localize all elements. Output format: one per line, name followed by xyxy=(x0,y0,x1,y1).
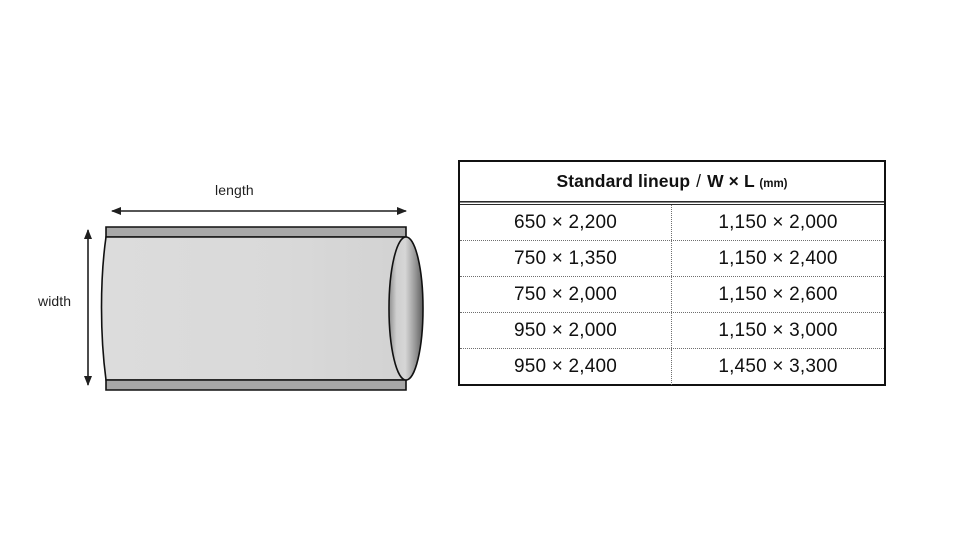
length-label: length xyxy=(215,182,254,198)
width-label: width xyxy=(38,293,72,309)
table-cell-size: 950 × 2,400 xyxy=(460,349,672,385)
standard-lineup-table: Standard lineup / W × L (mm) 650 × 2,200… xyxy=(458,160,886,386)
table-cell-size: 950 × 2,000 xyxy=(460,313,672,348)
table-row: 750 × 1,350 1,150 × 2,400 xyxy=(460,241,884,277)
table-body: 650 × 2,200 1,150 × 2,000 750 × 1,350 1,… xyxy=(460,205,884,385)
header-separator: / xyxy=(696,171,702,191)
table-cell-size: 650 × 2,200 xyxy=(460,205,672,240)
table-row: 750 × 2,000 1,150 × 2,600 xyxy=(460,277,884,313)
roll-illustration xyxy=(84,207,424,391)
table-cell-size: 1,150 × 2,600 xyxy=(718,283,838,305)
table-cell-size: 750 × 2,000 xyxy=(460,277,672,312)
table-header-text: Standard lineup / W × L (mm) xyxy=(556,171,787,192)
table-header: Standard lineup / W × L (mm) xyxy=(460,162,884,202)
table-row: 950 × 2,400 1,450 × 3,300 xyxy=(460,349,884,385)
roll-body xyxy=(100,226,424,391)
roll-diagram: length width xyxy=(20,175,440,400)
header-unit: (mm) xyxy=(759,178,788,190)
table-row: 950 × 2,000 1,150 × 3,000 xyxy=(460,313,884,349)
table-cell-size: 1,150 × 3,000 xyxy=(718,319,838,341)
roll-end-cap xyxy=(388,236,424,381)
table-cell-size: 750 × 1,350 xyxy=(460,241,672,276)
table-row: 650 × 2,200 1,150 × 2,000 xyxy=(460,205,884,241)
header-dimensions: W × L xyxy=(707,171,755,191)
table-cell-size: 1,150 × 2,400 xyxy=(718,247,838,269)
table-cell-size: 1,450 × 3,300 xyxy=(718,356,838,377)
header-title: Standard lineup xyxy=(556,171,691,191)
table-cell-size: 1,150 × 2,000 xyxy=(718,211,838,233)
table-header-rule xyxy=(460,202,884,205)
